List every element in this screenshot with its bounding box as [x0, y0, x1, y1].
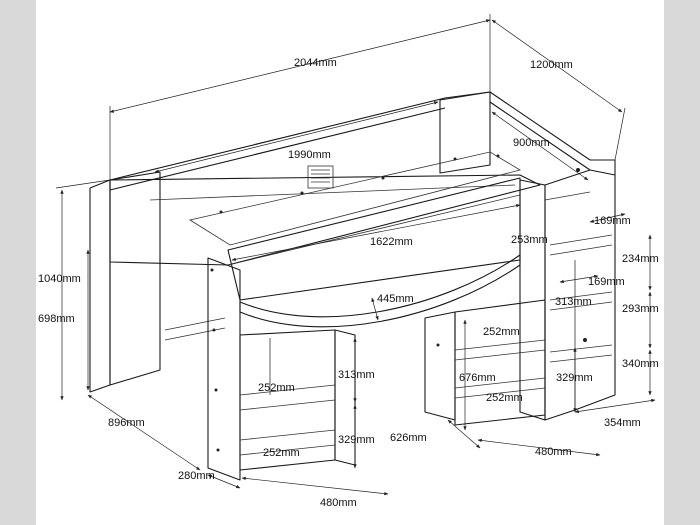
label-left-shelf-width-1: 252mm [258, 382, 295, 394]
label-step-shelf-313: 313mm [555, 296, 592, 308]
label-mid-height: 676mm [459, 372, 496, 384]
label-top-depth: 900mm [513, 137, 550, 149]
label-step-depth-1: 169mm [594, 215, 631, 227]
label-step-height-1: 234mm [622, 253, 659, 265]
label-total-length: 2044mm [294, 57, 337, 69]
label-desk-height-626: 626mm [390, 432, 427, 444]
label-foot-width: 280mm [178, 470, 215, 482]
dimension-lines [55, 14, 656, 496]
label-left-shelf-width-2: 252mm [263, 447, 300, 459]
label-left-shelf-height-1: 313mm [338, 369, 375, 381]
label-mid-shelf-width-1: 252mm [483, 326, 520, 338]
label-left-unit-width: 480mm [320, 497, 357, 509]
dimension-labels: 2044mm 1200mm 1990mm 900mm 1040mm 698mm … [38, 57, 659, 509]
label-step-depth-2: 169mm [588, 276, 625, 288]
label-stairs-depth: 354mm [604, 417, 641, 429]
label-side-depth: 896mm [108, 417, 145, 429]
label-step-width-upper: 253mm [511, 234, 548, 246]
label-mid-shelf-width-2: 252mm [486, 392, 523, 404]
label-total-height: 1040mm [38, 273, 81, 285]
label-left-shelf-height-2: 329mm [338, 434, 375, 446]
label-desk-length: 1622mm [370, 236, 413, 248]
label-mid-shelf-height: 329mm [556, 372, 593, 384]
label-step-height-3: 340mm [622, 358, 659, 370]
label-desk-depth: 445mm [377, 293, 414, 305]
label-step-height-2: 293mm [622, 303, 659, 315]
label-under-bed-height: 698mm [38, 313, 75, 325]
label-total-depth: 1200mm [530, 59, 573, 71]
label-top-length: 1990mm [288, 149, 331, 161]
label-mid-unit-width: 480mm [535, 446, 572, 458]
